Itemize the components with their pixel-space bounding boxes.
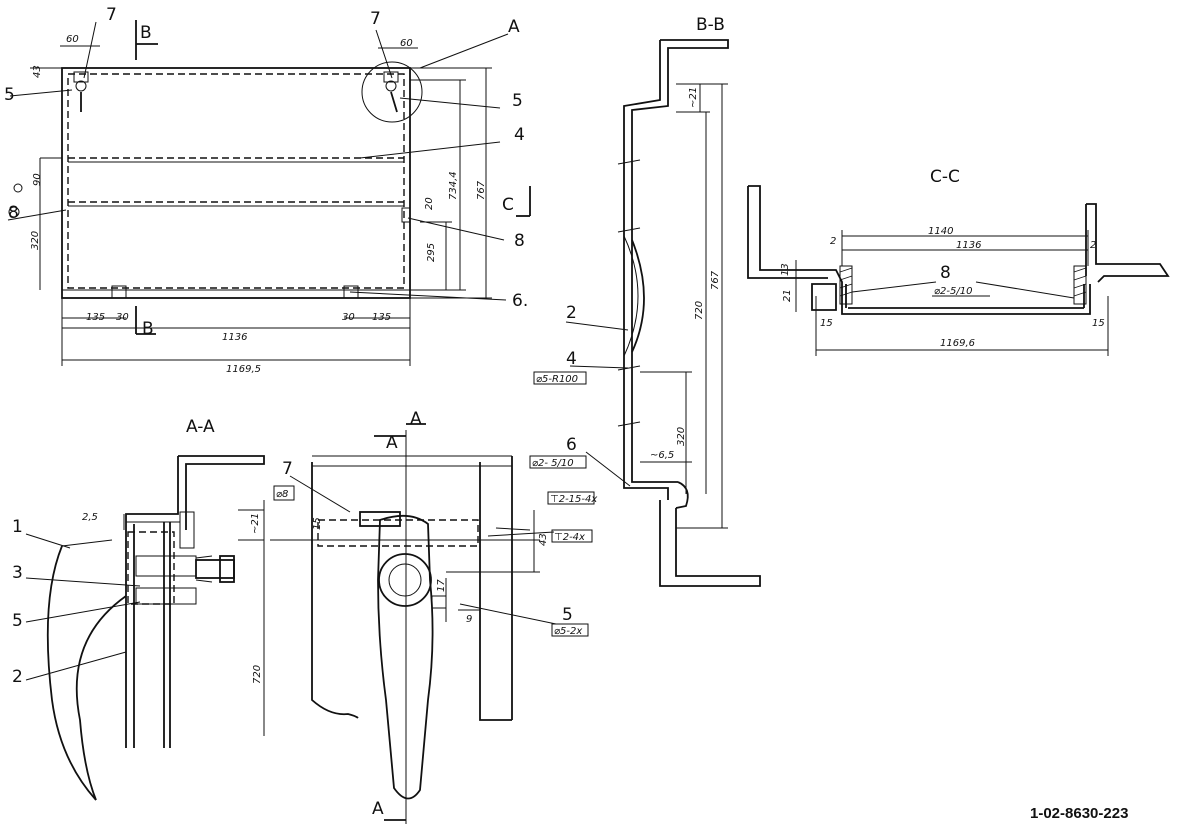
plan-view [7,20,531,366]
section-bb [529,39,761,587]
section-aa [25,455,265,801]
section-cc [747,185,1170,356]
detail-view [270,423,595,824]
